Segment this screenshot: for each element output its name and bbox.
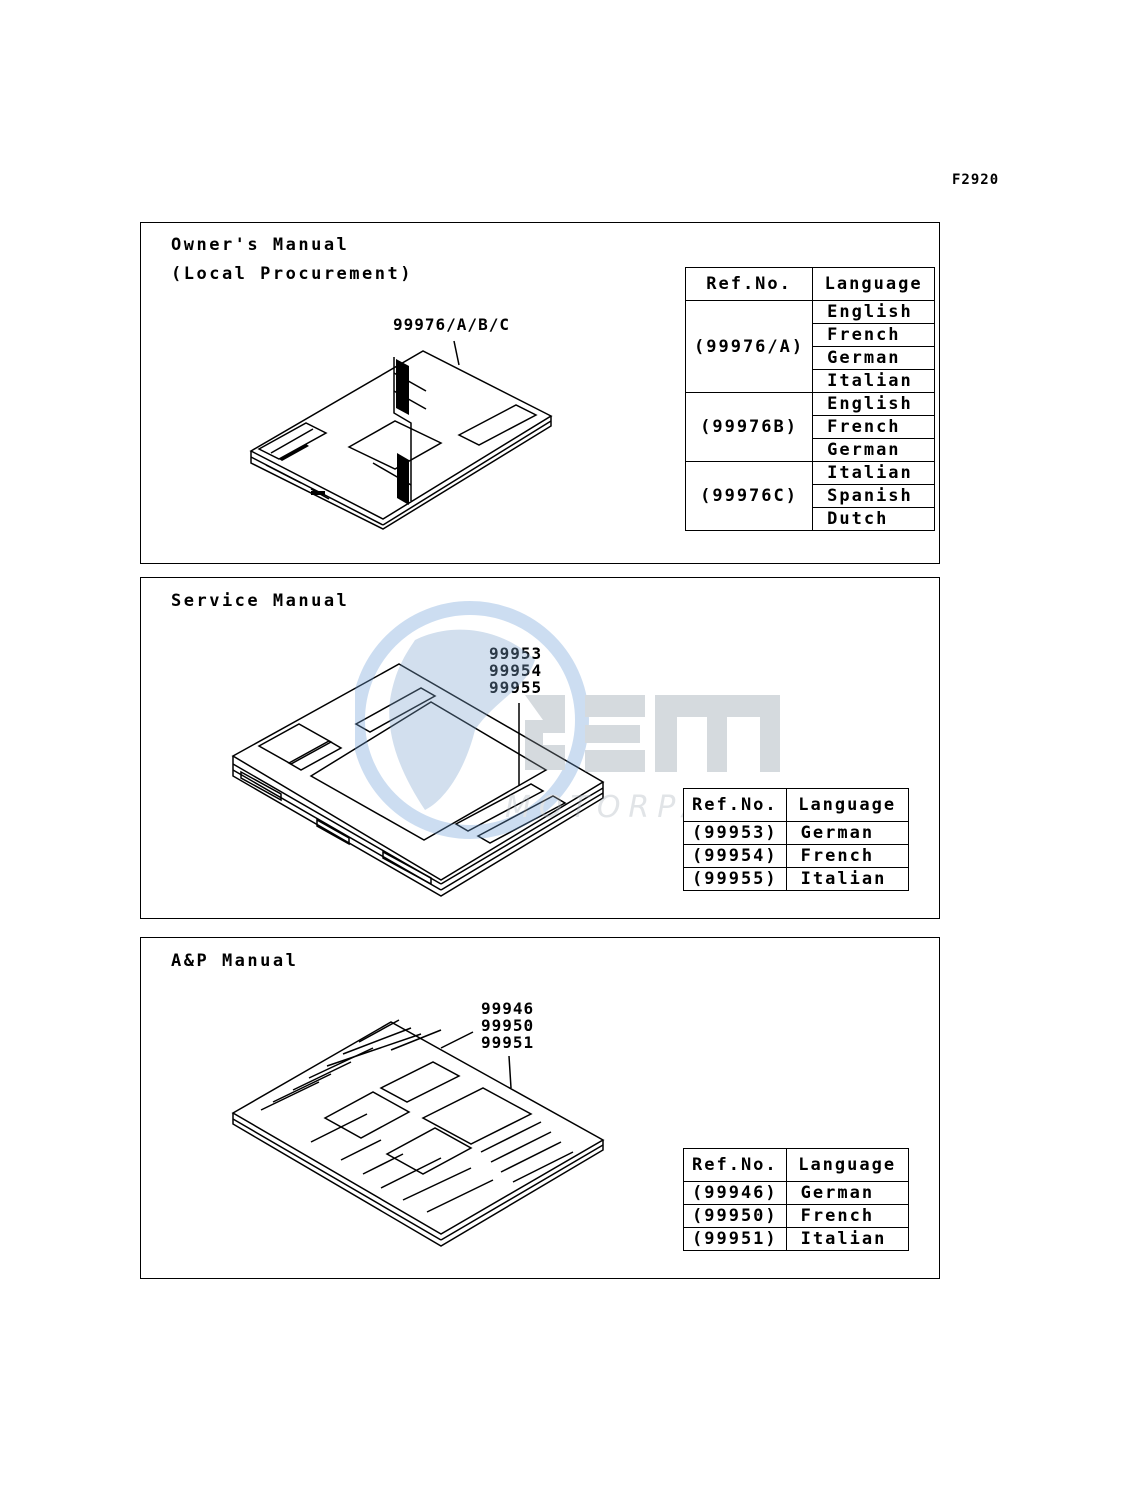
- language-header: Language: [785, 788, 909, 822]
- ref-no-header: Ref.No.: [684, 267, 814, 301]
- language-cell: Italian: [785, 867, 909, 891]
- panel-title-line-1: A&P Manual: [171, 951, 299, 971]
- owners-manual-language-table: Ref.No. Language (99976/A) English Frenc…: [684, 267, 936, 531]
- ref-no-cell: (99955): [683, 867, 787, 891]
- figure-code: F2920: [952, 172, 1000, 188]
- panel-title-line-2: (Local Procurement): [171, 264, 413, 284]
- panel-title-line-1: Owner's Manual: [171, 235, 350, 255]
- callout-number: 99954: [489, 661, 543, 680]
- panel-title-line-1: Service Manual: [171, 591, 350, 611]
- callout-number: 99946: [481, 999, 535, 1018]
- language-cell: Dutch: [812, 507, 936, 531]
- language-cell: French: [812, 323, 936, 347]
- language-cell: German: [812, 346, 936, 370]
- ap-manual-illustration: [231, 1019, 605, 1247]
- ref-no-cell: (99951): [683, 1227, 787, 1251]
- ap-manual-panel: A&P Manual 99946 99950 99951: [140, 937, 940, 1279]
- ref-no-header: Ref.No.: [683, 1148, 787, 1182]
- language-cell: English: [812, 392, 936, 416]
- callout-number: 99955: [489, 678, 543, 697]
- service-manual-illustration: [231, 663, 605, 897]
- language-cell: Italian: [785, 1227, 909, 1251]
- ref-no-cell: (99954): [683, 844, 787, 868]
- owners-manual-panel: Owner's Manual (Local Procurement) 99976…: [140, 222, 940, 564]
- language-cell: French: [785, 1204, 909, 1228]
- service-manual-panel: Service Manual 99953 99954 99955 Ref.No.: [140, 577, 940, 919]
- ref-no-cell: (99976C): [684, 461, 814, 531]
- callout-number: 99950: [481, 1016, 535, 1035]
- language-cell: English: [812, 300, 936, 324]
- ap-manual-language-table: Ref.No. Language (99946) German (99950) …: [683, 1148, 909, 1251]
- language-cell: German: [812, 438, 936, 462]
- language-cell: Spanish: [812, 484, 936, 508]
- part-callout: 99946 99950 99951: [481, 1000, 534, 1051]
- language-cell: German: [785, 1181, 909, 1205]
- owners-manual-illustration: [249, 340, 553, 530]
- callout-number: 99951: [481, 1033, 535, 1052]
- language-cell: Italian: [812, 369, 936, 393]
- ref-no-cell: (99976B): [684, 392, 814, 462]
- language-header: Language: [785, 1148, 909, 1182]
- language-cell: French: [785, 844, 909, 868]
- language-cell: Italian: [812, 461, 936, 485]
- ref-no-cell: (99953): [683, 821, 787, 845]
- callout-number: 99953: [489, 644, 543, 663]
- language-cell: German: [785, 821, 909, 845]
- service-manual-language-table: Ref.No. Language (99953) German (99954) …: [683, 788, 909, 891]
- part-callout: 99976/A/B/C: [393, 316, 510, 333]
- language-header: Language: [812, 267, 936, 301]
- callout-number: 99976/A/B/C: [393, 315, 510, 334]
- ref-no-cell: (99976/A): [684, 300, 814, 393]
- language-cell: French: [812, 415, 936, 439]
- ref-no-cell: (99946): [683, 1181, 787, 1205]
- ref-no-header: Ref.No.: [683, 788, 787, 822]
- part-callout: 99953 99954 99955: [489, 645, 542, 696]
- ref-no-cell: (99950): [683, 1204, 787, 1228]
